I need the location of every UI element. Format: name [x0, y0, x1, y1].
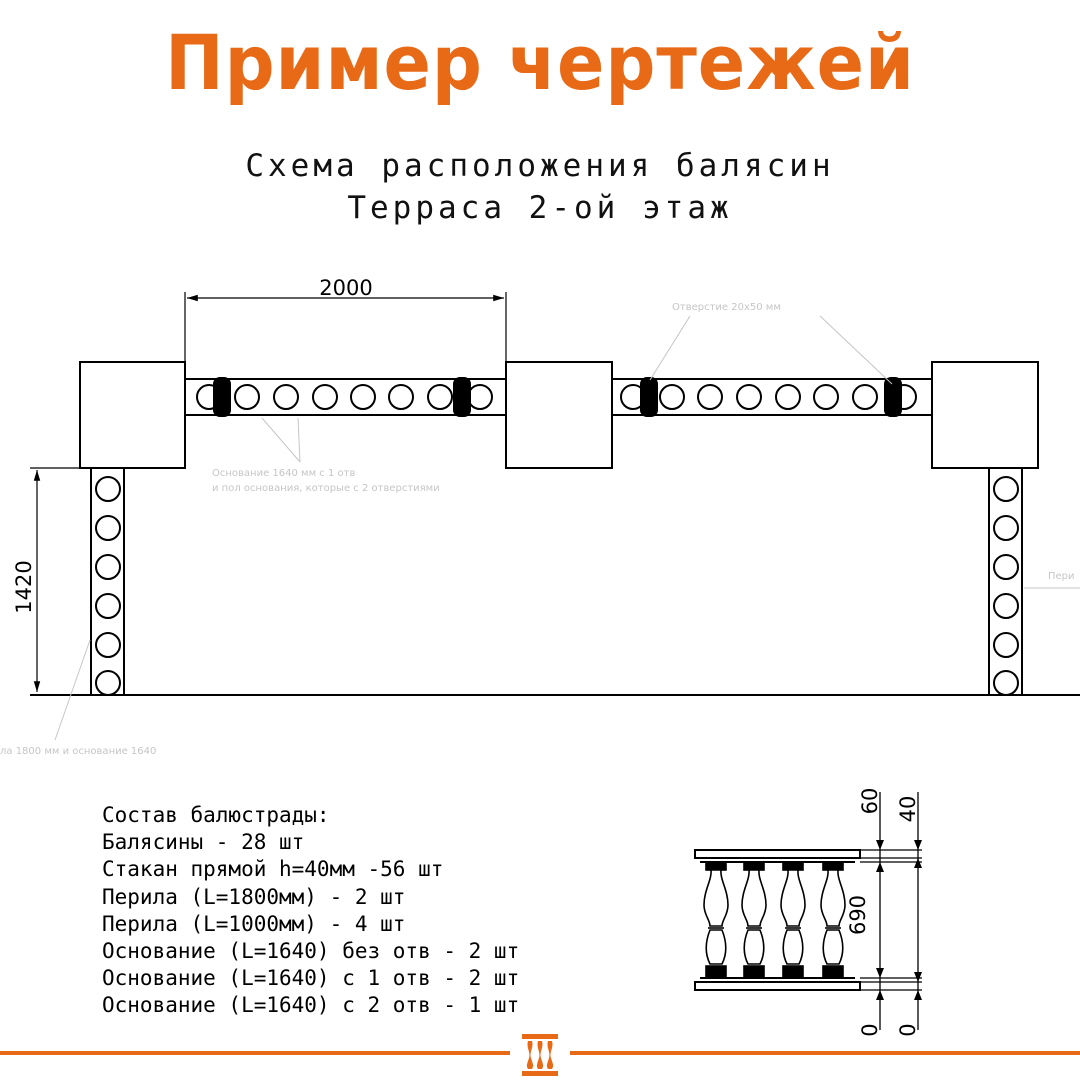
balusters-side-right	[993, 476, 1019, 696]
baluster	[350, 384, 376, 410]
elevation-baluster	[741, 861, 767, 979]
rail-section-2	[611, 378, 933, 416]
elevation-dim-bottom-right: 0	[896, 1023, 920, 1036]
baluster	[993, 670, 1019, 696]
baluster	[775, 384, 801, 410]
leader-rail-bottom	[54, 639, 91, 741]
elevation-dim-arrows	[876, 840, 922, 1000]
dim-height-label: 1420	[12, 560, 36, 613]
baluster	[993, 554, 1019, 580]
filled-holder	[213, 377, 231, 417]
rail-side-left	[90, 467, 125, 696]
baluster	[427, 384, 453, 410]
bill-of-materials: Состав балюстрады: Балясины - 28 шт Стак…	[102, 802, 519, 1020]
baluster	[95, 670, 121, 696]
baluster	[388, 384, 414, 410]
baluster	[95, 515, 121, 541]
note-rail-right: Пери	[1048, 571, 1075, 582]
dim-span-label: 2000	[319, 276, 372, 300]
bom-item: Перила (L=1000мм) - 4 шт	[102, 911, 406, 936]
elevation-base	[694, 981, 861, 991]
footer-divider-right	[570, 1051, 1080, 1055]
note-hole-size: Отверстие 20x50 мм	[672, 302, 781, 313]
elevation-dim-top-left: 60	[858, 788, 882, 815]
baluster	[467, 384, 493, 410]
baluster	[993, 632, 1019, 658]
baluster	[736, 384, 762, 410]
filled-holder	[640, 377, 658, 417]
baluster	[312, 384, 338, 410]
balusters-section-2	[620, 384, 917, 410]
bom-item: Основание (L=1640) с 1 отв - 2 шт	[102, 966, 520, 991]
elevation-balusters	[703, 861, 846, 979]
filled-holder	[884, 377, 902, 417]
baluster	[993, 476, 1019, 502]
baluster	[993, 593, 1019, 619]
baluster	[95, 593, 121, 619]
leader-hole-left	[649, 315, 691, 381]
leader-base-1	[261, 417, 301, 463]
baluster	[813, 384, 839, 410]
elevation-handrail	[694, 849, 861, 859]
note-base-line-2: и пол основания, которые с 2 отверстиями	[212, 483, 440, 494]
post-left	[79, 361, 186, 469]
baluster	[852, 384, 878, 410]
baluster	[273, 384, 299, 410]
baluster	[234, 384, 260, 410]
bom-item: Основание (L=1640) с 2 отв - 1 шт	[102, 993, 520, 1018]
rail-section-1	[184, 378, 507, 416]
page-title: Пример чертежей	[165, 18, 915, 107]
rail-side-right	[988, 467, 1023, 696]
elevation-dim-bottom-left: 0	[858, 1023, 882, 1036]
bom-item: Балясины - 28 шт	[102, 830, 305, 855]
bom-title: Состав балюстрады:	[102, 803, 330, 827]
baluster	[659, 384, 685, 410]
balusters-side-left	[95, 476, 121, 696]
bom-item: Стакан прямой h=40мм -56 шт	[102, 857, 444, 882]
baluster	[95, 476, 121, 502]
bom-item: Перила (L=1800мм) - 2 шт	[102, 884, 406, 909]
filled-holder	[453, 377, 471, 417]
baluster	[95, 632, 121, 658]
post-middle	[505, 361, 613, 469]
plan-view	[30, 292, 1080, 696]
elevation-dim-top-right: 40	[896, 796, 920, 823]
leader-hole-right	[819, 315, 893, 385]
baluster-logo-icon	[522, 1034, 558, 1076]
drawing-subtitle-line-1: Схема расположения балясин	[245, 148, 835, 184]
elevation-baluster	[703, 861, 729, 979]
leader-base-2	[297, 417, 301, 463]
note-rail-bottom: ла 1800 мм и основание 1640	[0, 746, 156, 757]
baluster	[95, 554, 121, 580]
faint-leaders	[54, 315, 1080, 741]
elevation-dim-middle: 690	[846, 895, 870, 935]
elevation-view	[694, 792, 922, 1030]
drawing-subtitle-line-2: Терраса 2-ой этаж	[347, 190, 733, 226]
base-holes-filled	[213, 377, 902, 417]
baluster	[697, 384, 723, 410]
elevation-baluster	[780, 861, 806, 979]
elevation-baluster	[820, 861, 846, 979]
baluster	[993, 515, 1019, 541]
footer-divider-left	[0, 1051, 510, 1055]
post-right	[931, 361, 1039, 469]
balusters-section-1	[196, 384, 493, 410]
bom-item: Основание (L=1640) без отв - 2 шт	[102, 939, 520, 964]
note-base-line-1: Основание 1640 мм с 1 отв	[212, 468, 355, 479]
